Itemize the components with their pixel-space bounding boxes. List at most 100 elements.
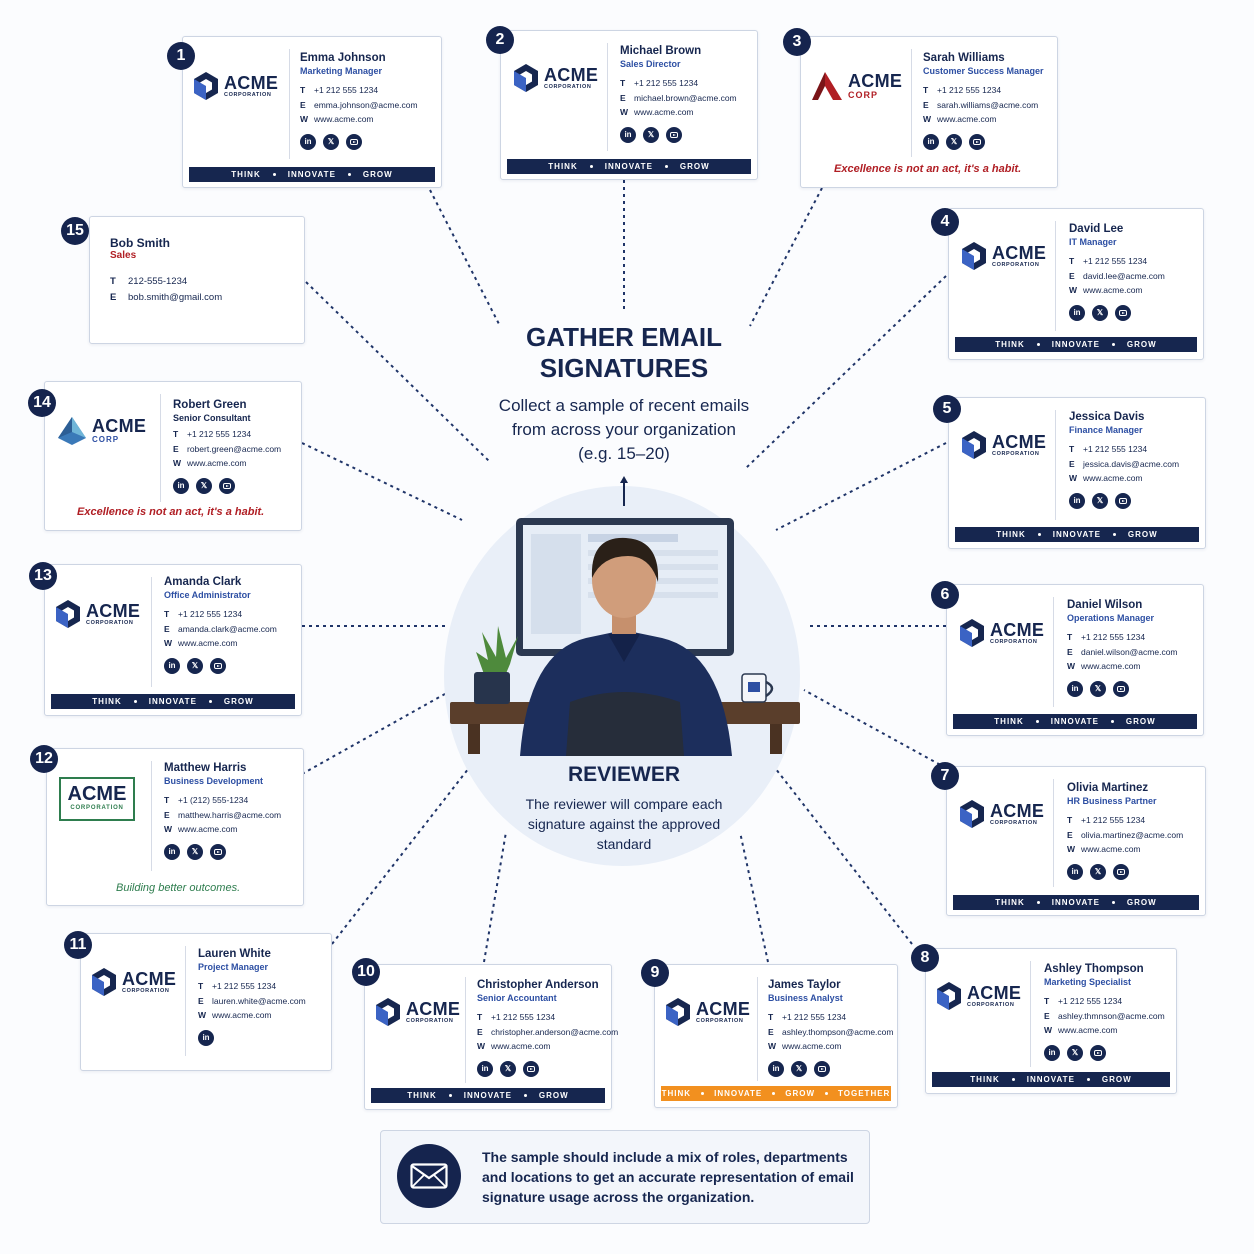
slogan-word: GROW	[785, 1089, 816, 1098]
phone-value: +1 212 555 1234	[178, 609, 243, 619]
signature-info: Matthew Harris Business Development T+1 …	[164, 761, 281, 860]
email-label: E	[198, 995, 204, 1006]
youtube-icon[interactable]	[666, 126, 682, 143]
youtube-icon[interactable]	[1113, 680, 1129, 697]
slogan-word: THINK	[996, 530, 1026, 539]
slogan-word: THINK	[548, 162, 578, 171]
linkedin-icon[interactable]: in	[923, 133, 939, 150]
x-icon[interactable]: 𝕏	[187, 843, 203, 860]
acme-hexagon-logo	[962, 242, 986, 270]
acme-peak-logo	[812, 72, 842, 100]
youtube-icon[interactable]	[210, 843, 226, 860]
acme-hexagon-logo	[92, 968, 116, 996]
phone-row: T+1 212 555 1234	[1067, 813, 1183, 828]
linkedin-icon[interactable]: in	[1044, 1044, 1060, 1061]
phone-row: T+1 212 555 1234	[923, 83, 1044, 98]
logo-text: ACME	[544, 64, 599, 85]
linkedin-icon[interactable]: in	[477, 1060, 493, 1077]
linkedin-icon[interactable]: in	[198, 1029, 214, 1046]
linkedin-icon[interactable]: in	[768, 1060, 784, 1077]
web-label: W	[164, 638, 173, 648]
youtube-icon[interactable]	[814, 1060, 830, 1077]
phone-label: T	[164, 795, 170, 805]
signature-title: Office Administrator	[164, 590, 251, 600]
linkedin-icon[interactable]: in	[1069, 304, 1085, 321]
slogan-word: THINK	[995, 898, 1025, 907]
youtube-icon[interactable]	[219, 477, 235, 494]
youtube-icon[interactable]	[210, 657, 226, 674]
email-value: sarah.williams@acme.com	[937, 99, 1039, 110]
phone-row: T+1 212 555 1234	[620, 76, 737, 91]
web-value: www.acme.com	[491, 1041, 551, 1051]
number-badge-3: 3	[783, 28, 811, 56]
reviewer-title: REVIEWER	[567, 763, 680, 786]
web-label: W	[1069, 285, 1078, 295]
logo-text: ACME	[967, 982, 1022, 1003]
x-icon[interactable]: 𝕏	[500, 1060, 516, 1077]
signature-name: Michael Brown	[620, 45, 702, 57]
divider	[1053, 779, 1054, 887]
x-icon[interactable]: 𝕏	[1092, 492, 1108, 509]
phone-label: T	[1069, 256, 1075, 266]
web-value: www.acme.com	[937, 114, 997, 124]
x-icon[interactable]: 𝕏	[323, 133, 339, 150]
phone-value: +1 212 555 1234	[1083, 444, 1148, 454]
web-value: www.acme.com	[1081, 661, 1141, 671]
linkedin-icon[interactable]: in	[1069, 492, 1085, 509]
x-icon[interactable]: 𝕏	[1090, 863, 1106, 880]
youtube-icon[interactable]	[346, 133, 362, 150]
youtube-icon[interactable]	[1090, 1044, 1106, 1061]
number-badge-12: 12	[30, 745, 58, 773]
x-icon[interactable]: 𝕏	[946, 133, 962, 150]
youtube-icon[interactable]	[969, 133, 985, 150]
linkedin-icon[interactable]: in	[620, 126, 636, 143]
youtube-icon[interactable]	[1113, 863, 1129, 880]
x-icon[interactable]: 𝕏	[187, 657, 203, 674]
youtube-icon[interactable]	[1115, 492, 1131, 509]
youtube-icon[interactable]	[1115, 304, 1131, 321]
x-icon[interactable]: 𝕏	[1067, 1044, 1083, 1061]
youtube-icon[interactable]	[523, 1060, 539, 1077]
linkedin-icon[interactable]: in	[1067, 680, 1083, 697]
phone-value: +1 212 555 1234	[1083, 256, 1148, 266]
logo-subtext: CORPORATION	[544, 83, 592, 90]
slogan-word: GROW	[538, 1091, 569, 1100]
email-label: E	[164, 623, 170, 634]
social-icons: in 𝕏	[300, 133, 418, 150]
linkedin-icon[interactable]: in	[164, 843, 180, 860]
number-badge-13: 13	[29, 562, 57, 590]
signature-name: Amanda Clark	[164, 576, 242, 588]
x-icon[interactable]: 𝕏	[791, 1060, 807, 1077]
divider	[1053, 597, 1054, 707]
email-label: E	[1044, 1010, 1050, 1021]
signature-title: Customer Success Manager	[923, 66, 1044, 76]
phone-label: T	[620, 78, 626, 88]
email-label: E	[1067, 829, 1073, 840]
email-label: E	[923, 99, 929, 110]
arrow-up-icon	[620, 476, 628, 506]
x-icon[interactable]: 𝕏	[196, 477, 212, 494]
linkedin-icon[interactable]: in	[173, 477, 189, 494]
signature-name: Bob Smith	[110, 236, 170, 250]
signature-name: Sarah Williams	[923, 52, 1005, 64]
x-icon[interactable]: 𝕏	[1090, 680, 1106, 697]
divider	[160, 394, 161, 502]
linkedin-icon[interactable]: in	[1067, 863, 1083, 880]
slogan-word: INNOVATE	[148, 697, 197, 706]
linkedin-icon[interactable]: in	[164, 657, 180, 674]
linkedin-icon[interactable]: in	[300, 133, 316, 150]
x-icon[interactable]: 𝕏	[1092, 304, 1108, 321]
signature-title: HR Business Partner	[1067, 796, 1157, 806]
slogan-word: GROW	[1127, 530, 1158, 539]
x-icon[interactable]: 𝕏	[643, 126, 659, 143]
logo-text: ACME	[990, 800, 1045, 821]
phone-value: +1 212 555 1234	[1081, 815, 1146, 825]
